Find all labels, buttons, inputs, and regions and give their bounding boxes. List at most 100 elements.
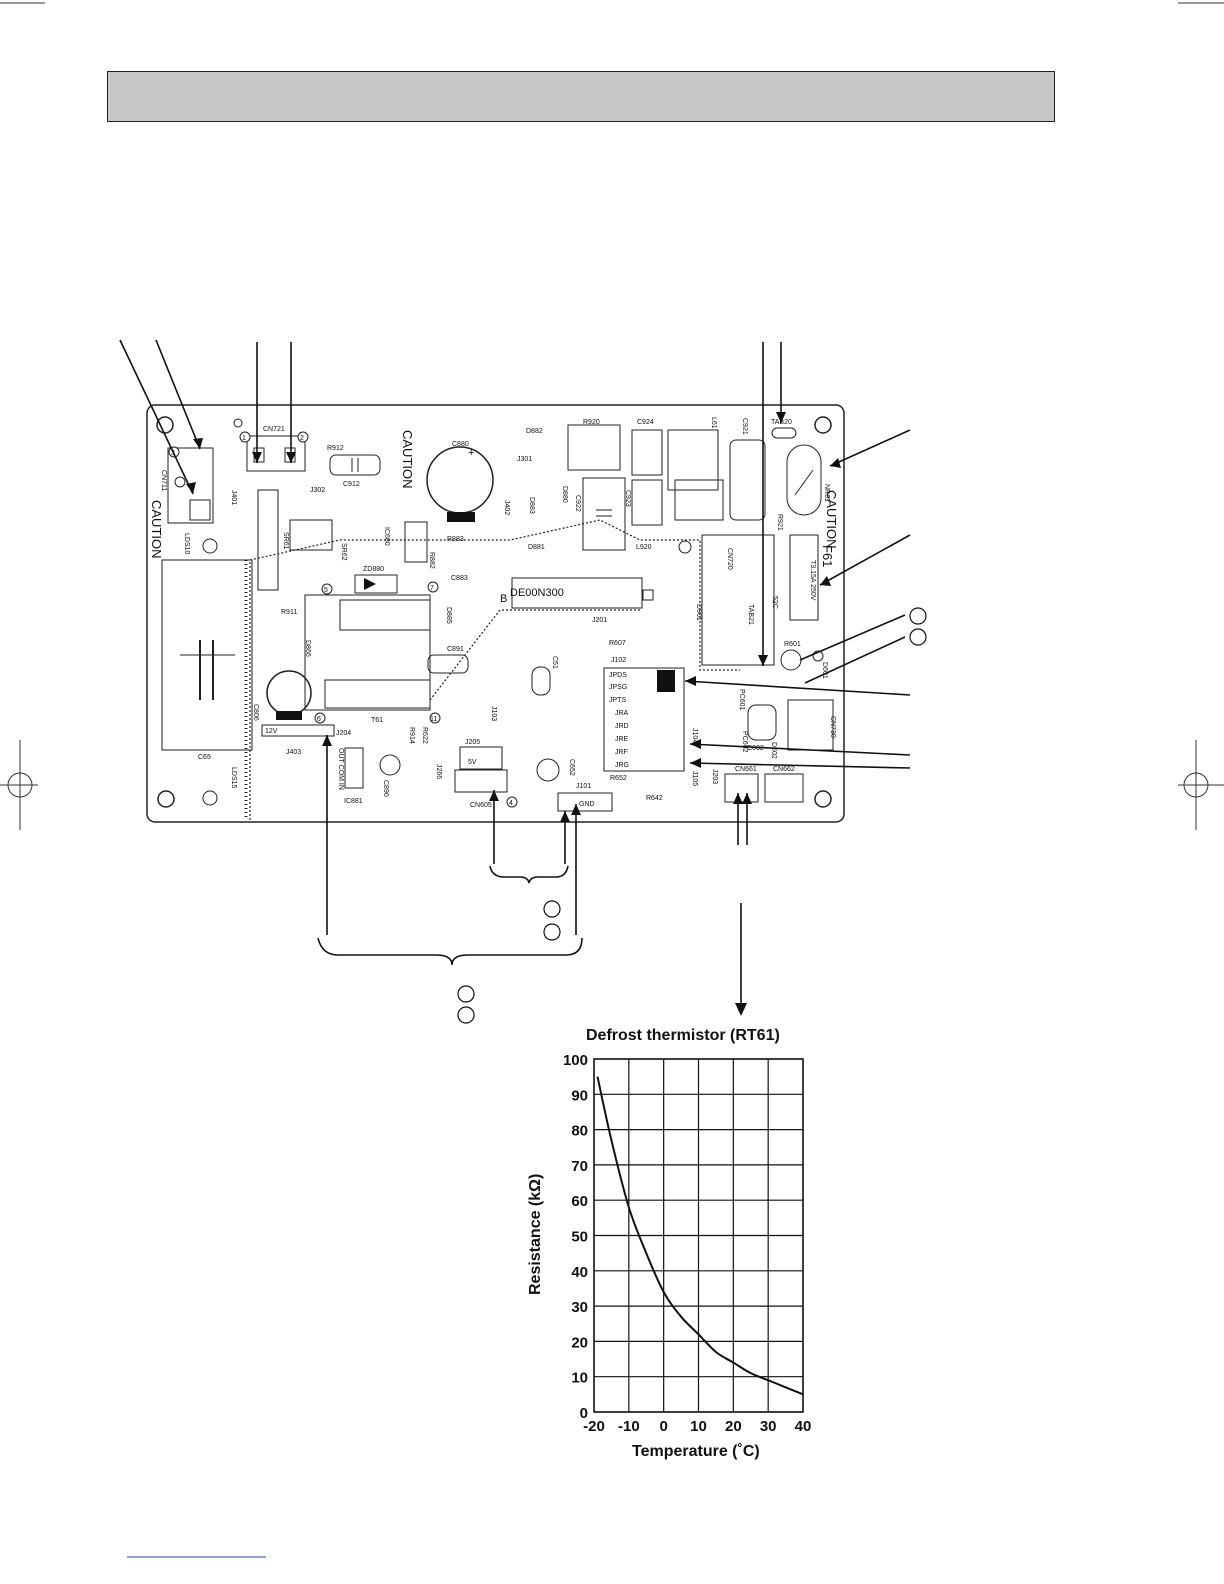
label-cn661: CN661: [735, 766, 757, 773]
label-r914: R914: [408, 727, 415, 744]
pin-5v: 5V: [468, 759, 477, 766]
label-pc601: PC601: [738, 689, 745, 711]
label-d601: D601: [821, 662, 828, 679]
label-d866: D866: [304, 640, 311, 657]
label-j103: J103: [490, 706, 497, 721]
x-tick-label: 40: [795, 1418, 812, 1435]
svg-text:11: 11: [430, 716, 437, 723]
label-ic881: IC881: [344, 798, 363, 805]
x-tick-label: -20: [583, 1418, 605, 1435]
y-tick-label: 10: [571, 1370, 588, 1387]
jumper-label-jrf: JRF: [615, 749, 628, 756]
y-tick-label: 70: [571, 1158, 588, 1175]
label-d885: D885: [445, 607, 452, 624]
y-tick-label: 0: [580, 1405, 588, 1422]
label-cn721: CN721: [263, 426, 285, 433]
x-tick-label: -10: [618, 1418, 640, 1435]
label-out-com-in: OUT COM IN: [337, 748, 344, 790]
jumper-label-jpts: JPTS: [609, 697, 626, 704]
caution-label-2: CAUTION: [149, 500, 164, 559]
board-part-number: DE00N300: [510, 587, 564, 599]
label-l61: L61: [710, 417, 717, 429]
label-c880: C880: [452, 441, 469, 448]
label-sr62: SR62: [340, 543, 347, 561]
jumper-label-jrg: JRG: [615, 762, 629, 769]
pin-gnd: GND: [579, 801, 595, 808]
jumper-label-jra: JRA: [615, 710, 629, 717]
y-tick-label: 60: [571, 1193, 588, 1210]
svg-text:6: 6: [317, 716, 321, 723]
header-bar: [107, 71, 1055, 122]
arrow-heads: [186, 412, 841, 1016]
x-tick-label: 10: [690, 1418, 707, 1435]
label-c652: C652: [568, 759, 575, 776]
label-j401: J401: [230, 490, 237, 505]
label-j203: J203: [711, 769, 718, 784]
pcb-board: +: [146, 404, 845, 823]
y-tick-label: 100: [563, 1052, 588, 1069]
label-j101: J101: [576, 783, 591, 790]
label-j105: J105: [691, 771, 698, 786]
jumper-label-jpds: JPDS: [609, 672, 627, 679]
caution-label-3: CAUTION: [824, 490, 839, 549]
label-c65: C65: [198, 754, 211, 761]
callout-lines: [119, 339, 911, 1008]
label-r652: R652: [610, 775, 627, 782]
label-j301: J301: [517, 456, 532, 463]
y-tick-label: 80: [571, 1123, 588, 1140]
label-r883: R883: [447, 536, 464, 543]
label-c924: C924: [637, 419, 654, 426]
label-j402: J402: [503, 500, 510, 515]
svg-text:7: 7: [430, 585, 434, 592]
y-tick-label: 50: [571, 1229, 588, 1246]
jumper-label-jrd: JRD: [615, 723, 629, 730]
component-labels: CN721 R912 C912 J302 CN711 J401 LDS10 SR…: [149, 417, 839, 809]
x-tick-label: 30: [760, 1418, 777, 1435]
svg-text:5: 5: [324, 587, 328, 594]
y-axis-label: Resistance (kΩ): [527, 1174, 544, 1295]
label-l920: L920: [636, 544, 652, 551]
label-j205: J205: [465, 739, 480, 746]
label-c912: C912: [343, 481, 360, 488]
label-r882: R882: [428, 552, 435, 569]
pin-12v: 12V: [265, 728, 278, 735]
label-d880: D880: [561, 486, 568, 503]
label-sr61: SR61: [282, 532, 289, 550]
label-52c: 52C: [771, 596, 778, 609]
label-c51: C51: [551, 656, 558, 669]
label-t61: T61: [371, 717, 383, 724]
x-tick-label: 0: [659, 1418, 667, 1435]
label-lds10: LDS10: [183, 533, 190, 555]
svg-text:2: 2: [300, 435, 304, 442]
label-d602: D602: [770, 742, 777, 759]
jumper-label-jre: JRE: [615, 736, 629, 743]
label-j403: J403: [286, 749, 301, 756]
svg-text:1: 1: [242, 435, 246, 442]
callout-circles: [457, 607, 927, 1024]
y-tick-label: 30: [571, 1299, 588, 1316]
pin-markers: 1 2 3 5 6 7 11 4: [168, 431, 518, 808]
label-cn720: CN720: [726, 548, 733, 570]
label-j102: J102: [611, 657, 626, 664]
label-ic680: IC680: [383, 527, 390, 546]
label-j204: J204: [336, 730, 351, 737]
caution-label-1: CAUTION: [400, 430, 415, 489]
label-r920: R920: [583, 419, 600, 426]
label-j266: J266: [435, 764, 442, 779]
label-r912: R912: [327, 445, 344, 452]
label-nr61: NR61: [823, 484, 830, 502]
label-c602: C602: [747, 745, 764, 752]
label-c922: C922: [574, 495, 581, 512]
label-tab21: TAB21: [747, 604, 754, 625]
x-axis-label: Temperature (˚C): [632, 1443, 760, 1460]
label-d882: D882: [526, 428, 543, 435]
label-r921: R921: [776, 514, 783, 531]
y-tick-label: 40: [571, 1264, 588, 1281]
label-r642: R642: [646, 795, 663, 802]
label-d883: D883: [528, 497, 535, 514]
label-c923: C923: [624, 490, 631, 507]
